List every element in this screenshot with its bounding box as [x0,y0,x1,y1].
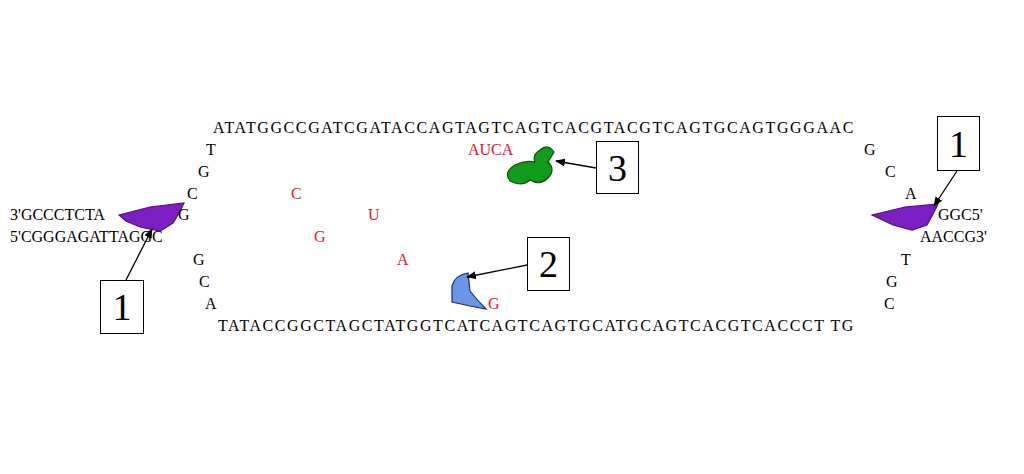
callout-box: 3 [596,141,639,194]
dna-sequence: C [199,274,210,290]
dna-sequence: GGC5' [938,207,983,223]
dna-sequence: G [193,252,205,268]
rna-primer-base: C [291,186,302,202]
callout-number: 3 [608,149,627,187]
dna-sequence: AACCG3' [920,229,987,245]
dna-sequence: G [864,142,876,158]
rna-primer-base: U [368,207,380,223]
rna-primer-base: G [314,229,326,245]
dna-sequence: 3'GCCCTCTA [10,207,105,223]
enzyme-green [507,147,554,184]
rna-primer-base: A [397,252,409,268]
dna-sequence: G [886,274,898,290]
dna-sequence: C [885,164,896,180]
leader-line [556,161,596,168]
dna-sequence: TATACCGGCTAGCTATGGTCATCAGTCAGTGCATGCAGTC… [218,318,855,334]
enzyme-right [872,204,938,230]
dna-sequence: G [178,207,190,223]
callout-box: 1 [937,116,980,171]
dna-sequence: ATATGGCCGATCGATACCAGTAGTCAGTCACGTACGTCAG… [213,120,855,136]
rna-primer-base: G [488,296,500,312]
dna-sequence: A [905,186,917,202]
dna-sequence: T [901,252,911,268]
leader-line [467,265,527,277]
callout-box: 1 [100,280,144,334]
enzyme-left [119,203,184,231]
rna-primer-base: AUCA [468,142,513,158]
callout-number: 1 [113,288,132,326]
callout-number: 1 [949,125,968,163]
dna-sequence: 5'CGGGAGATTAGGC [10,229,163,245]
primase-blue [452,273,486,309]
dna-sequence: A [205,296,217,312]
callout-box: 2 [527,237,570,291]
leader-line [934,171,957,206]
dna-sequence: C [187,186,198,202]
dna-sequence: T [206,142,216,158]
callout-number: 2 [539,245,558,283]
dna-sequence: G [198,164,210,180]
dna-sequence: C [884,296,895,312]
